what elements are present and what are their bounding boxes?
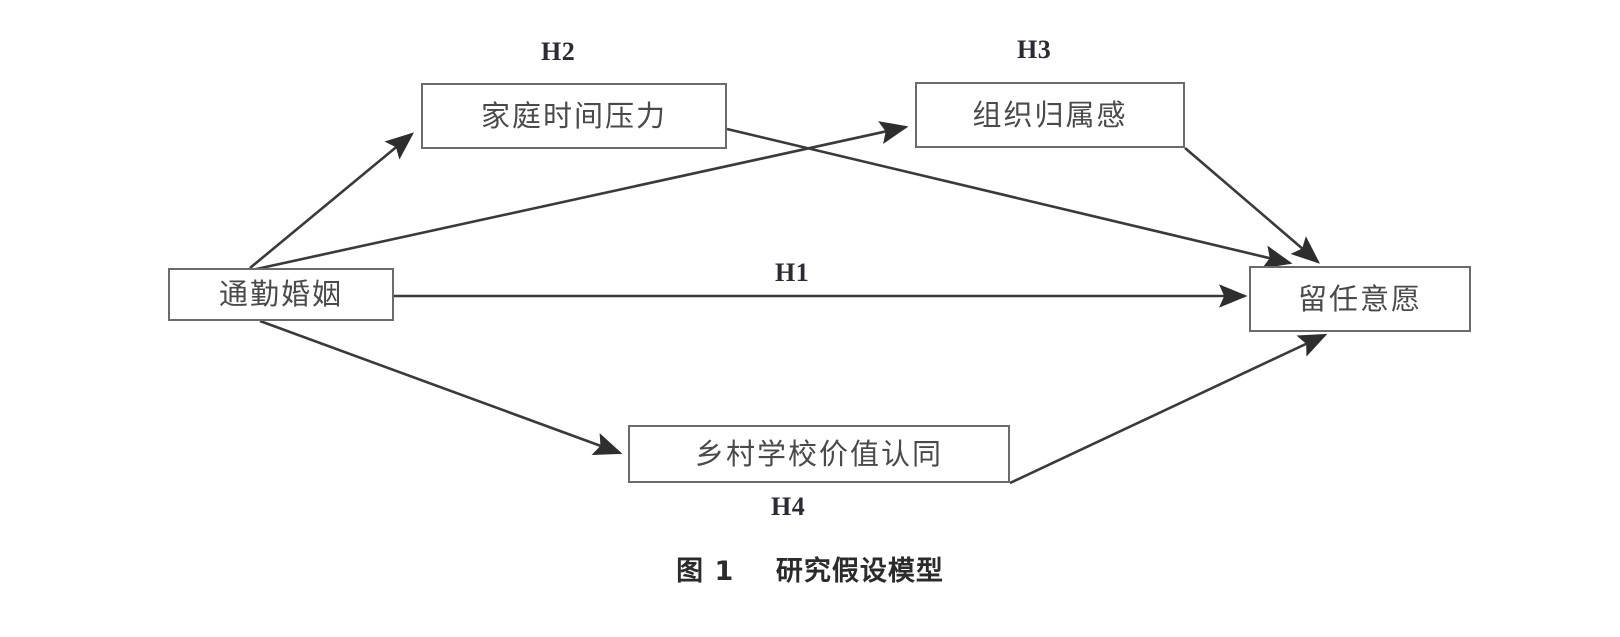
hypothesis-label-h1: H1 (775, 258, 810, 287)
arrow-org-belonging-to-retention-intention (1184, 147, 1320, 264)
arrow-rural-school-value-to-retention-intention (1009, 333, 1328, 485)
node-retention-intention-label: 留任意愿 (1297, 281, 1422, 316)
node-org-belonging[interactable]: 组织归属感 (915, 82, 1185, 148)
arrow-commuter-marriage-to-org-belonging (251, 121, 909, 272)
node-org-belonging-label: 组织归属感 (972, 97, 1128, 132)
hypothesis-label-h4: H4 (771, 492, 806, 521)
node-rural-school-value-label: 乡村学校价值认同 (694, 436, 943, 471)
arrow-family-time-pressure-to-retention-intention (726, 127, 1293, 269)
arrow-commuter-marriage-to-rural-school-value (259, 319, 623, 456)
node-commuter-marriage[interactable]: 通勤婚姻 (168, 268, 394, 321)
hypothesis-label-h3: H3 (1017, 35, 1052, 64)
node-family-time-pressure-label: 家庭时间压力 (480, 98, 667, 133)
node-retention-intention[interactable]: 留任意愿 (1249, 266, 1471, 332)
figure-caption: 图 1 研究假设模型 (676, 556, 944, 587)
node-commuter-marriage-label: 通勤婚姻 (218, 277, 343, 311)
node-family-time-pressure[interactable]: 家庭时间压力 (421, 83, 727, 149)
node-rural-school-value[interactable]: 乡村学校价值认同 (628, 425, 1010, 483)
arrow-commuter-marriage-to-family-time-pressure (249, 132, 415, 270)
hypothesis-label-h2: H2 (541, 37, 576, 66)
